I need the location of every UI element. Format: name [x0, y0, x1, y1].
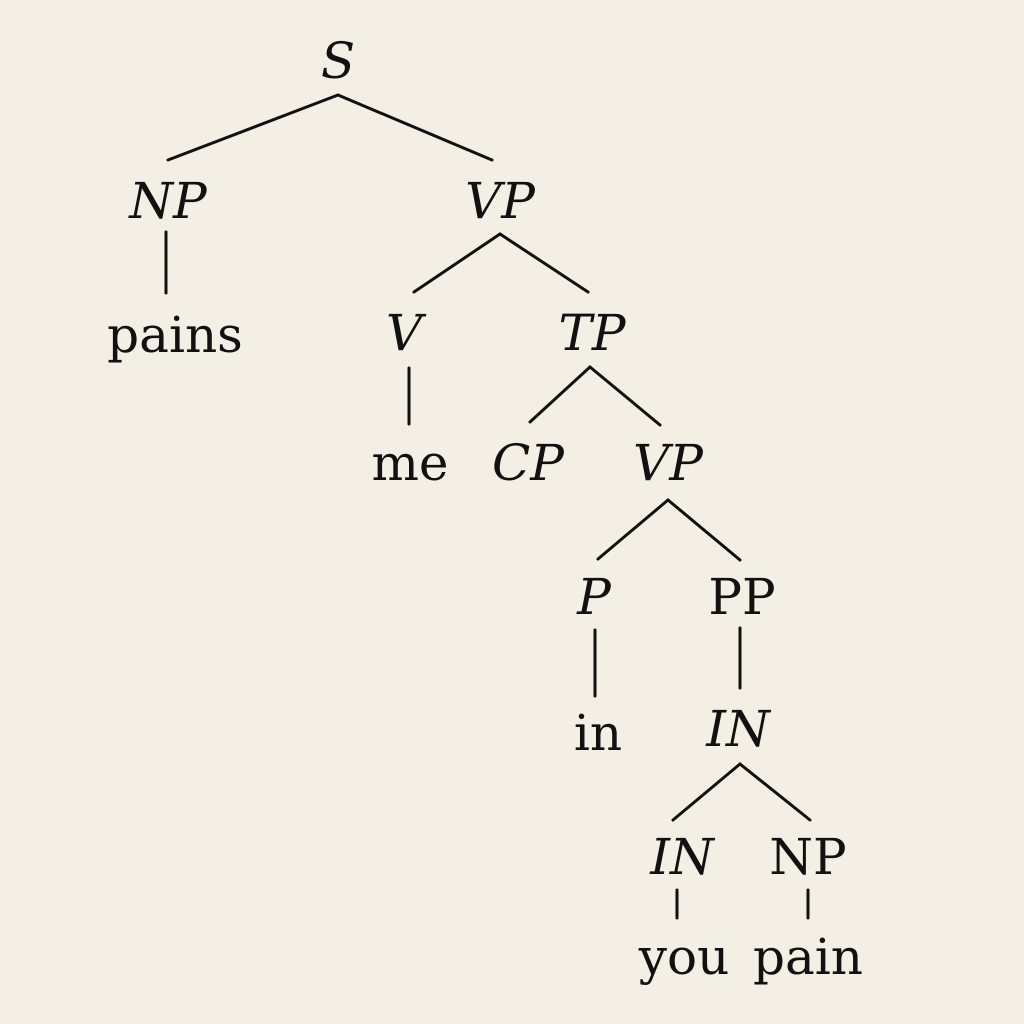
node-v: V [386, 304, 427, 362]
edge-vp2-pp [666, 498, 742, 562]
leaf-you: you [638, 928, 730, 986]
edge-tp-cp [528, 365, 592, 424]
node-pp: PP [708, 568, 775, 626]
node-p: P [576, 568, 612, 626]
node-np-subject: NP [128, 172, 208, 230]
edge-vp1-v [412, 232, 502, 294]
leaf-in: in [574, 704, 622, 762]
leaf-me: me [371, 434, 448, 492]
node-tp: TP [559, 304, 627, 362]
tree-labels: S NP VP pains V TP me CP VP P PP in IN I… [107, 32, 863, 986]
node-np-object: NP [769, 828, 846, 886]
leaf-pains: pains [107, 306, 243, 364]
node-in-upper: IN [705, 700, 772, 758]
tree-edges [164, 93, 812, 920]
leaf-pain: pain [753, 928, 863, 986]
node-cp: CP [492, 434, 565, 492]
edge-tp-vp2 [588, 365, 662, 427]
edge-s-np1 [166, 93, 340, 162]
edge-vp2-p [596, 498, 670, 561]
node-vp-embedded: VP [633, 434, 704, 492]
node-s: S [321, 32, 355, 90]
edge-in1-in2 [671, 762, 742, 822]
node-vp-main: VP [465, 172, 536, 230]
node-in-lower: IN [649, 828, 716, 886]
edge-vp1-tp [498, 232, 590, 294]
edge-in1-np2 [738, 762, 812, 822]
edge-s-vp1 [336, 93, 494, 162]
